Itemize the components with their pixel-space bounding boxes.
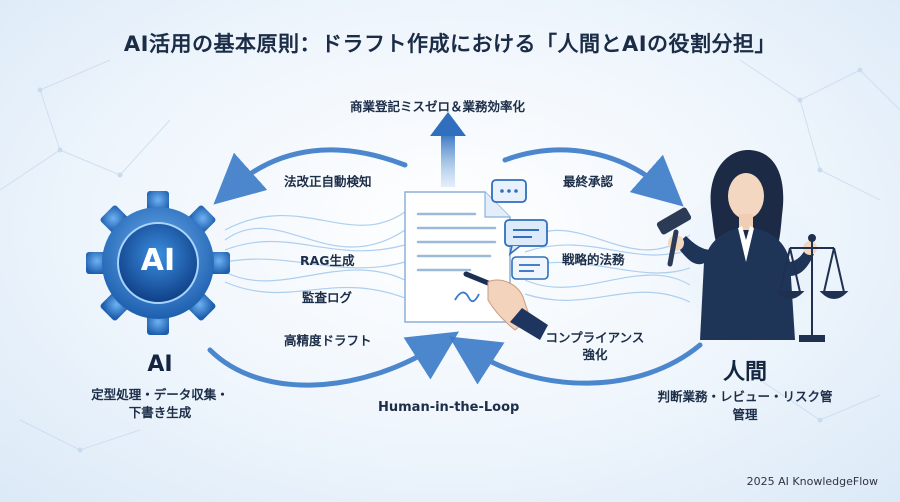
ai-name: AI (147, 352, 173, 377)
human-desc: 判断業務・レビュー・リスク管 管理 (635, 388, 855, 424)
human-label-compliance: コンプライアンス 強化 (530, 329, 660, 363)
chat-bubble-icon (491, 179, 549, 280)
hand-pen-icon (463, 271, 548, 340)
goal-label: 商業登記ミスゼロ＆業務効率化 (350, 99, 526, 114)
gavel-icon (656, 207, 692, 267)
ai-label-law-detect: 法改正自動検知 (284, 174, 372, 189)
ai-label-draft: 高精度ドラフト (284, 333, 372, 348)
scales-icon (775, 234, 849, 342)
loop-label: Human-in-the-Loop (378, 400, 520, 415)
footer-credit: 2025 AI KnowledgeFlow (746, 475, 878, 488)
human-desc-line1: 判断業務・レビュー・リスク管 (657, 389, 833, 404)
ai-icon-text: AI (140, 243, 176, 278)
ai-label-rag: RAG生成 (300, 253, 355, 268)
ai-label-audit-log: 監査ログ (302, 290, 353, 305)
page-title: AI活用の基本原則：ドラフト作成における「人間とAIの役割分担」 (123, 32, 777, 56)
human-label-compliance-line2: 強化 (582, 347, 608, 362)
ai-desc-line2: 下書き生成 (128, 405, 192, 420)
human-name: 人間 (722, 360, 767, 385)
ai-desc: 定型処理・データ収集・ 下書き生成 (70, 386, 250, 422)
human-desc-line2: 管理 (732, 407, 758, 422)
ai-desc-line1: 定型処理・データ収集・ (91, 387, 229, 402)
human-label-compliance-line1: コンプライアンス (545, 330, 645, 345)
human-label-final-approval: 最終承認 (563, 174, 614, 189)
human-label-strategic-legal: 戦略的法務 (562, 252, 625, 267)
